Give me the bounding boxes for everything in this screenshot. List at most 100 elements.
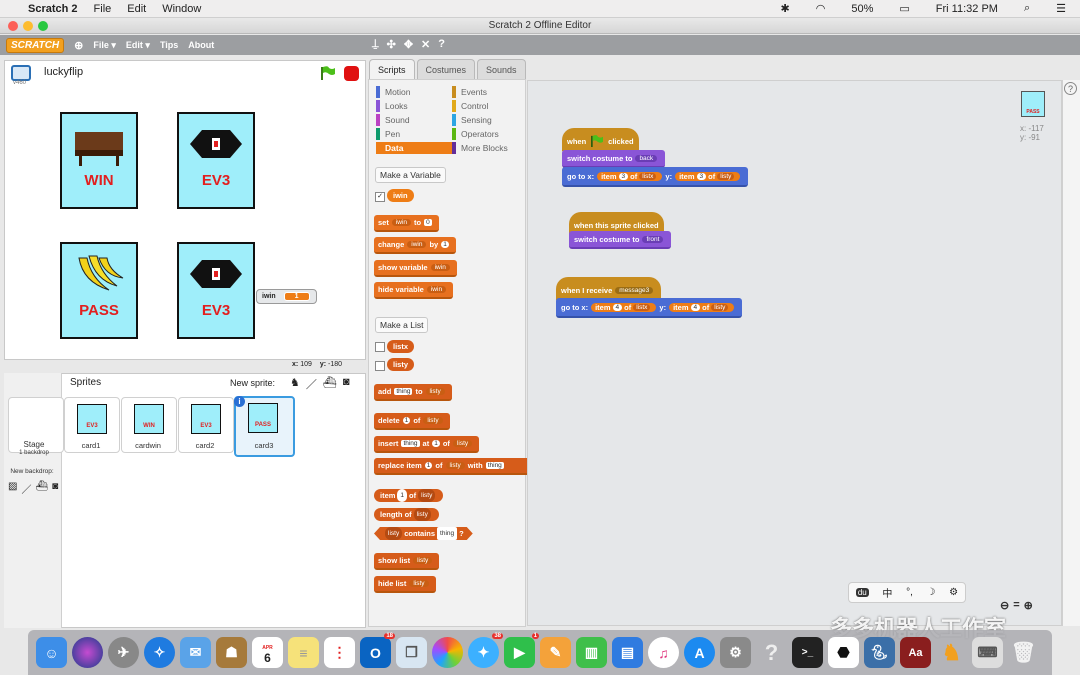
- value-input[interactable]: thing: [437, 527, 457, 540]
- list-reporter-listy[interactable]: listy: [387, 358, 415, 371]
- list-checkbox[interactable]: [375, 361, 385, 371]
- delete-of-list-block[interactable]: delete 1 of listy: [374, 413, 450, 430]
- ime-punctuation-toggle[interactable]: °,: [906, 587, 913, 598]
- item-of-listy-reporter[interactable]: item 4 of listy: [669, 302, 735, 312]
- value-input[interactable]: 1: [441, 241, 449, 248]
- stage-thumbnail[interactable]: [8, 397, 64, 453]
- list-dropdown[interactable]: listy: [452, 440, 473, 447]
- index-input[interactable]: 1: [397, 489, 408, 502]
- shrink-icon[interactable]: ✕: [421, 39, 431, 51]
- list-dropdown[interactable]: listx: [633, 303, 651, 311]
- preview-icon[interactable]: ❐: [396, 637, 427, 668]
- go-to-xy-block[interactable]: go to x: item 4 of listx y: item 4 of li…: [556, 298, 743, 318]
- list-dropdown[interactable]: listy: [413, 508, 431, 521]
- category-looks[interactable]: Looks: [376, 100, 408, 112]
- set-variable-block[interactable]: set iwin to 0: [374, 215, 439, 232]
- index-input[interactable]: 1: [402, 417, 411, 424]
- siri-icon[interactable]: [72, 637, 103, 668]
- sprite-card3-selected[interactable]: PASS i card3: [234, 396, 295, 457]
- sprite-card2[interactable]: EV3: [178, 397, 234, 453]
- make-variable-button[interactable]: Make a Variable: [375, 167, 446, 183]
- camera-icon[interactable]: ◙: [342, 376, 350, 388]
- help-circle-icon[interactable]: ?: [1064, 82, 1077, 95]
- zoom-window-button[interactable]: [38, 21, 48, 31]
- costume-dropdown[interactable]: back: [635, 154, 658, 162]
- show-variable-block[interactable]: show variable iwin: [374, 260, 457, 277]
- variable-dropdown[interactable]: iwin: [391, 219, 412, 226]
- value-input[interactable]: thing: [485, 462, 504, 469]
- card-ev3-bottom[interactable]: EV3: [177, 242, 255, 339]
- globe-icon[interactable]: ⊕: [74, 39, 84, 52]
- messages-icon[interactable]: ✦ 38: [468, 633, 503, 668]
- card-win[interactable]: WIN: [60, 112, 138, 209]
- list-checkbox[interactable]: [375, 342, 385, 352]
- project-name[interactable]: luckyflip: [44, 66, 84, 78]
- variable-reporter[interactable]: iwin: [387, 189, 414, 202]
- backdrop-library-icon[interactable]: ▨: [8, 481, 18, 492]
- green-flag-icon[interactable]: [320, 66, 336, 80]
- item-of-listx-reporter[interactable]: item 4 of listx: [591, 302, 657, 312]
- mail-icon[interactable]: ✉: [180, 637, 211, 668]
- variable-monitor[interactable]: iwin 1: [256, 289, 317, 304]
- pages-icon[interactable]: ✎: [540, 637, 571, 668]
- switch-costume-block[interactable]: switch costume to front: [569, 231, 672, 249]
- list-dropdown[interactable]: listy: [425, 388, 445, 395]
- paint-icon[interactable]: ／: [305, 379, 317, 391]
- photos-icon[interactable]: [432, 637, 463, 668]
- show-list-block[interactable]: show list listy: [374, 553, 440, 570]
- app-store-icon[interactable]: A: [684, 637, 715, 668]
- stop-icon[interactable]: [344, 66, 359, 81]
- category-sound[interactable]: Sound: [376, 114, 410, 126]
- index-input[interactable]: 4: [690, 303, 701, 311]
- scripts-scrollbar[interactable]: [1062, 80, 1080, 626]
- system-preferences-icon[interactable]: ⚙: [720, 637, 751, 668]
- variable-dropdown[interactable]: iwin: [407, 241, 427, 248]
- wifi-icon[interactable]: ◠: [815, 3, 826, 15]
- contacts-icon[interactable]: ☗: [216, 637, 247, 668]
- terminal-icon[interactable]: >_: [792, 637, 823, 668]
- variable-dropdown[interactable]: iwin: [430, 264, 450, 271]
- scratch-logo[interactable]: SCRATCH: [6, 37, 65, 53]
- category-motion[interactable]: Motion: [376, 86, 411, 98]
- sprite-cardwin[interactable]: WIN: [121, 397, 177, 453]
- battery-label[interactable]: 50%: [851, 2, 874, 15]
- ime-chinese-toggle[interactable]: 中: [882, 589, 893, 600]
- zoom-in-icon[interactable]: ⊕: [1023, 600, 1033, 612]
- index-input[interactable]: 4: [612, 303, 623, 311]
- zoom-reset-icon[interactable]: =: [1013, 599, 1020, 611]
- category-more-blocks[interactable]: More Blocks: [452, 142, 508, 154]
- spotlight-icon[interactable]: ⌕: [1023, 2, 1031, 14]
- zoom-out-icon[interactable]: ⊖: [1000, 600, 1010, 612]
- notes-icon[interactable]: ≡: [288, 637, 319, 668]
- safari-icon[interactable]: ✧: [144, 637, 175, 668]
- launchpad-icon[interactable]: ✈: [108, 637, 139, 668]
- scratch-cat-icon[interactable]: ♞: [941, 639, 962, 665]
- length-of-list-reporter[interactable]: length of listy: [374, 508, 439, 521]
- list-dropdown[interactable]: listx: [639, 172, 657, 180]
- trash-icon[interactable]: 🗑︎: [1010, 642, 1037, 664]
- sprite-info-icon[interactable]: i: [234, 396, 245, 407]
- close-window-button[interactable]: [8, 21, 18, 31]
- change-variable-block[interactable]: change iwin by 1: [374, 237, 456, 254]
- add-to-list-block[interactable]: add thing to listy: [374, 384, 452, 401]
- backdrop-upload-icon[interactable]: ⛴: [35, 481, 49, 492]
- value-input[interactable]: 0: [424, 219, 432, 226]
- index-input[interactable]: 3: [618, 172, 629, 180]
- minimize-window-button[interactable]: [23, 21, 33, 31]
- grow-icon[interactable]: ✥: [403, 39, 414, 51]
- dictionary-icon[interactable]: Aa: [900, 637, 931, 668]
- switch-costume-block[interactable]: switch costume to back: [562, 150, 666, 168]
- tab-costumes[interactable]: Costumes: [416, 59, 476, 80]
- calendar-icon[interactable]: APR 6: [252, 637, 283, 668]
- replace-item-block[interactable]: replace item 1 of listy with thing: [374, 458, 534, 475]
- item-of-listy-reporter[interactable]: item 3 of listy: [675, 171, 741, 181]
- keyboard-icon[interactable]: ⌨: [972, 637, 1003, 668]
- card-pass[interactable]: PASS: [60, 242, 138, 339]
- list-dropdown[interactable]: listy: [413, 557, 433, 564]
- bluetooth-icon[interactable]: ✱: [780, 3, 790, 15]
- upload-icon[interactable]: ⛴: [322, 377, 337, 389]
- hide-variable-block[interactable]: hide variable iwin: [374, 282, 454, 299]
- value-input[interactable]: thing: [394, 388, 413, 395]
- go-to-xy-block[interactable]: go to x: item 3 of listx y: item 3 of li…: [562, 167, 749, 187]
- index-input[interactable]: 1: [432, 440, 440, 447]
